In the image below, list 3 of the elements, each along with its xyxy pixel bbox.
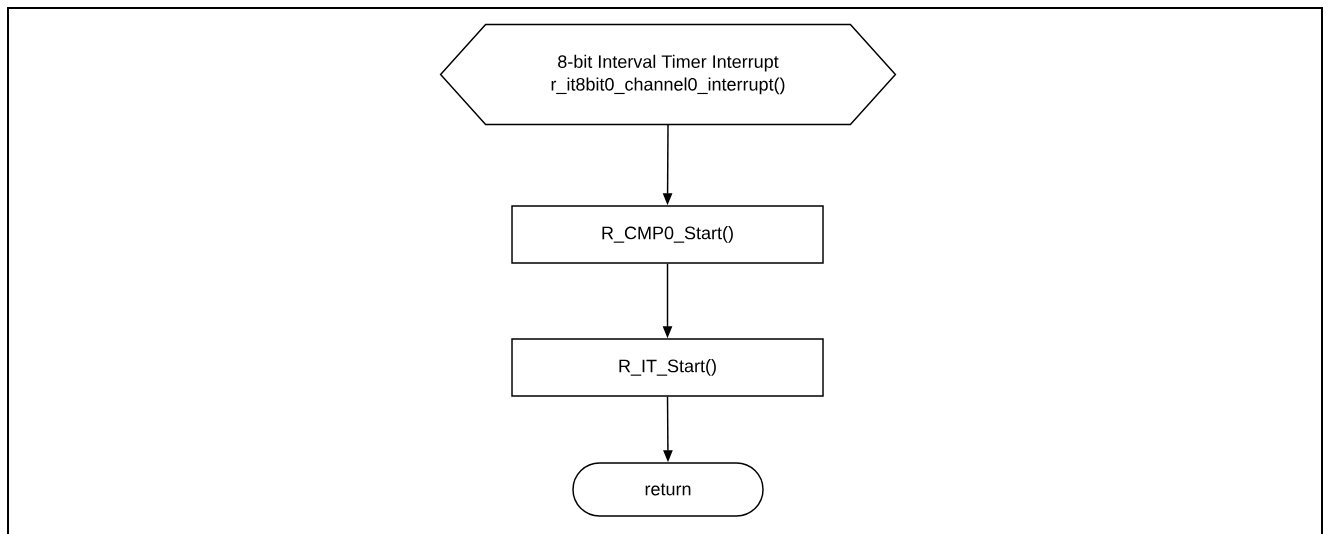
process-box: R_CMP0_Start() [511,205,824,264]
process-box: R_IT_Start() [511,338,824,397]
interrupt-hexagon: 8-bit Interval Timer Interrupt r_it8bit0_channel0_interrupt() [439,23,897,126]
